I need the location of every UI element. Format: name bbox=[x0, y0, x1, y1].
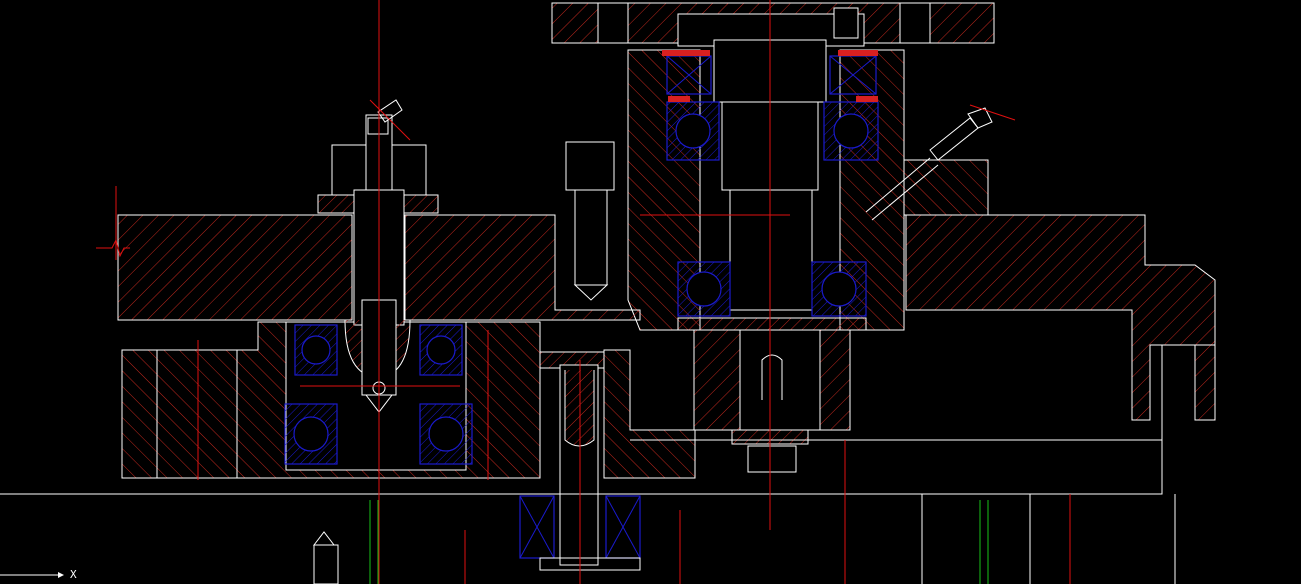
lower-needle-bearing-left bbox=[519, 495, 555, 559]
hub-bearing-bottom-right bbox=[419, 403, 473, 465]
lower-body[interactable] bbox=[121, 321, 851, 479]
main-base-plate[interactable] bbox=[117, 214, 1216, 421]
ucs-icon bbox=[0, 572, 64, 578]
top-screw-head bbox=[833, 7, 859, 39]
ucs-x-label: X bbox=[70, 568, 77, 581]
top-cover-plate[interactable] bbox=[551, 2, 995, 47]
grease-fitting-right bbox=[865, 107, 993, 221]
hub-bearing-top-left bbox=[294, 324, 338, 376]
green-lines bbox=[369, 500, 989, 584]
lower-needle-bearing-right bbox=[605, 495, 641, 559]
seal-rings bbox=[662, 50, 878, 102]
cap-screw bbox=[565, 141, 615, 301]
lower-bearing-right bbox=[811, 261, 867, 317]
upper-bearing-right bbox=[823, 101, 879, 161]
hub-bearing-top-right bbox=[419, 324, 463, 376]
lower-bearing-left bbox=[677, 261, 731, 317]
lower-pin bbox=[539, 351, 605, 566]
lower-washer bbox=[539, 557, 641, 571]
center-lines bbox=[115, 0, 1071, 584]
grease-fitting-left bbox=[367, 99, 403, 135]
frame-outline bbox=[0, 344, 1215, 584]
small-bolt bbox=[312, 531, 339, 584]
break-line bbox=[96, 238, 130, 258]
upper-needle-bearing-right bbox=[829, 55, 877, 95]
upper-bearing-left bbox=[666, 101, 720, 161]
hub-bearing-bottom-left bbox=[284, 403, 338, 465]
